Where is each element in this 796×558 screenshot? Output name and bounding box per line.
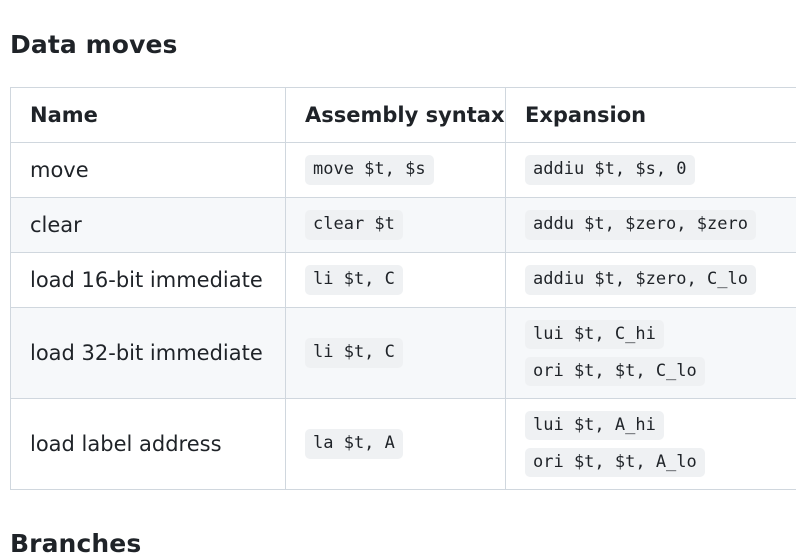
cell-name: clear [11, 198, 286, 253]
cell-expansion: lui $t, A_hi ori $t, $t, A_lo [506, 399, 796, 490]
table-header-row: Name Assembly syntax Expansion [11, 88, 796, 143]
code-syntax: clear $t [305, 210, 403, 239]
cell-syntax: la $t, A [286, 399, 506, 490]
code-expansion: addu $t, $zero, $zero [525, 210, 756, 239]
table-row: load 32-bit immediate li $t, C lui $t, C… [11, 308, 796, 399]
code-syntax: li $t, C [305, 265, 403, 294]
cell-syntax: move $t, $s [286, 143, 506, 198]
code-expansion: addiu $t, $zero, C_lo [525, 265, 756, 294]
cell-name: load label address [11, 399, 286, 490]
column-header-name: Name [11, 88, 286, 143]
cell-syntax: li $t, C [286, 253, 506, 308]
code-syntax: move $t, $s [305, 155, 434, 184]
column-header-assembly-syntax: Assembly syntax [286, 88, 506, 143]
cell-syntax: li $t, C [286, 308, 506, 399]
table-row: load label address la $t, A lui $t, A_hi… [11, 399, 796, 490]
cell-expansion: lui $t, C_hi ori $t, $t, C_lo [506, 308, 796, 399]
cell-expansion: addiu $t, $zero, C_lo [506, 253, 796, 308]
table-row: move move $t, $s addiu $t, $s, 0 [11, 143, 796, 198]
cell-expansion: addiu $t, $s, 0 [506, 143, 796, 198]
cell-name: load 32-bit immediate [11, 308, 286, 399]
code-expansion-line-1: lui $t, C_hi [525, 320, 664, 349]
code-expansion-line-2: ori $t, $t, A_lo [525, 448, 705, 477]
table-row: clear clear $t addu $t, $zero, $zero [11, 198, 796, 253]
data-moves-table: Name Assembly syntax Expansion move move… [10, 87, 796, 490]
cell-syntax: clear $t [286, 198, 506, 253]
section-heading-branches: Branches [10, 531, 141, 556]
code-syntax: la $t, A [305, 429, 403, 458]
code-expansion: addiu $t, $s, 0 [525, 155, 695, 184]
cell-name: move [11, 143, 286, 198]
cell-name: load 16-bit immediate [11, 253, 286, 308]
cell-expansion: addu $t, $zero, $zero [506, 198, 796, 253]
code-expansion-line-1: lui $t, A_hi [525, 411, 664, 440]
code-syntax: li $t, C [305, 338, 403, 367]
section-heading-data-moves: Data moves [10, 32, 178, 57]
code-expansion-line-2: ori $t, $t, C_lo [525, 357, 705, 386]
table-row: load 16-bit immediate li $t, C addiu $t,… [11, 253, 796, 308]
column-header-expansion: Expansion [506, 88, 796, 143]
